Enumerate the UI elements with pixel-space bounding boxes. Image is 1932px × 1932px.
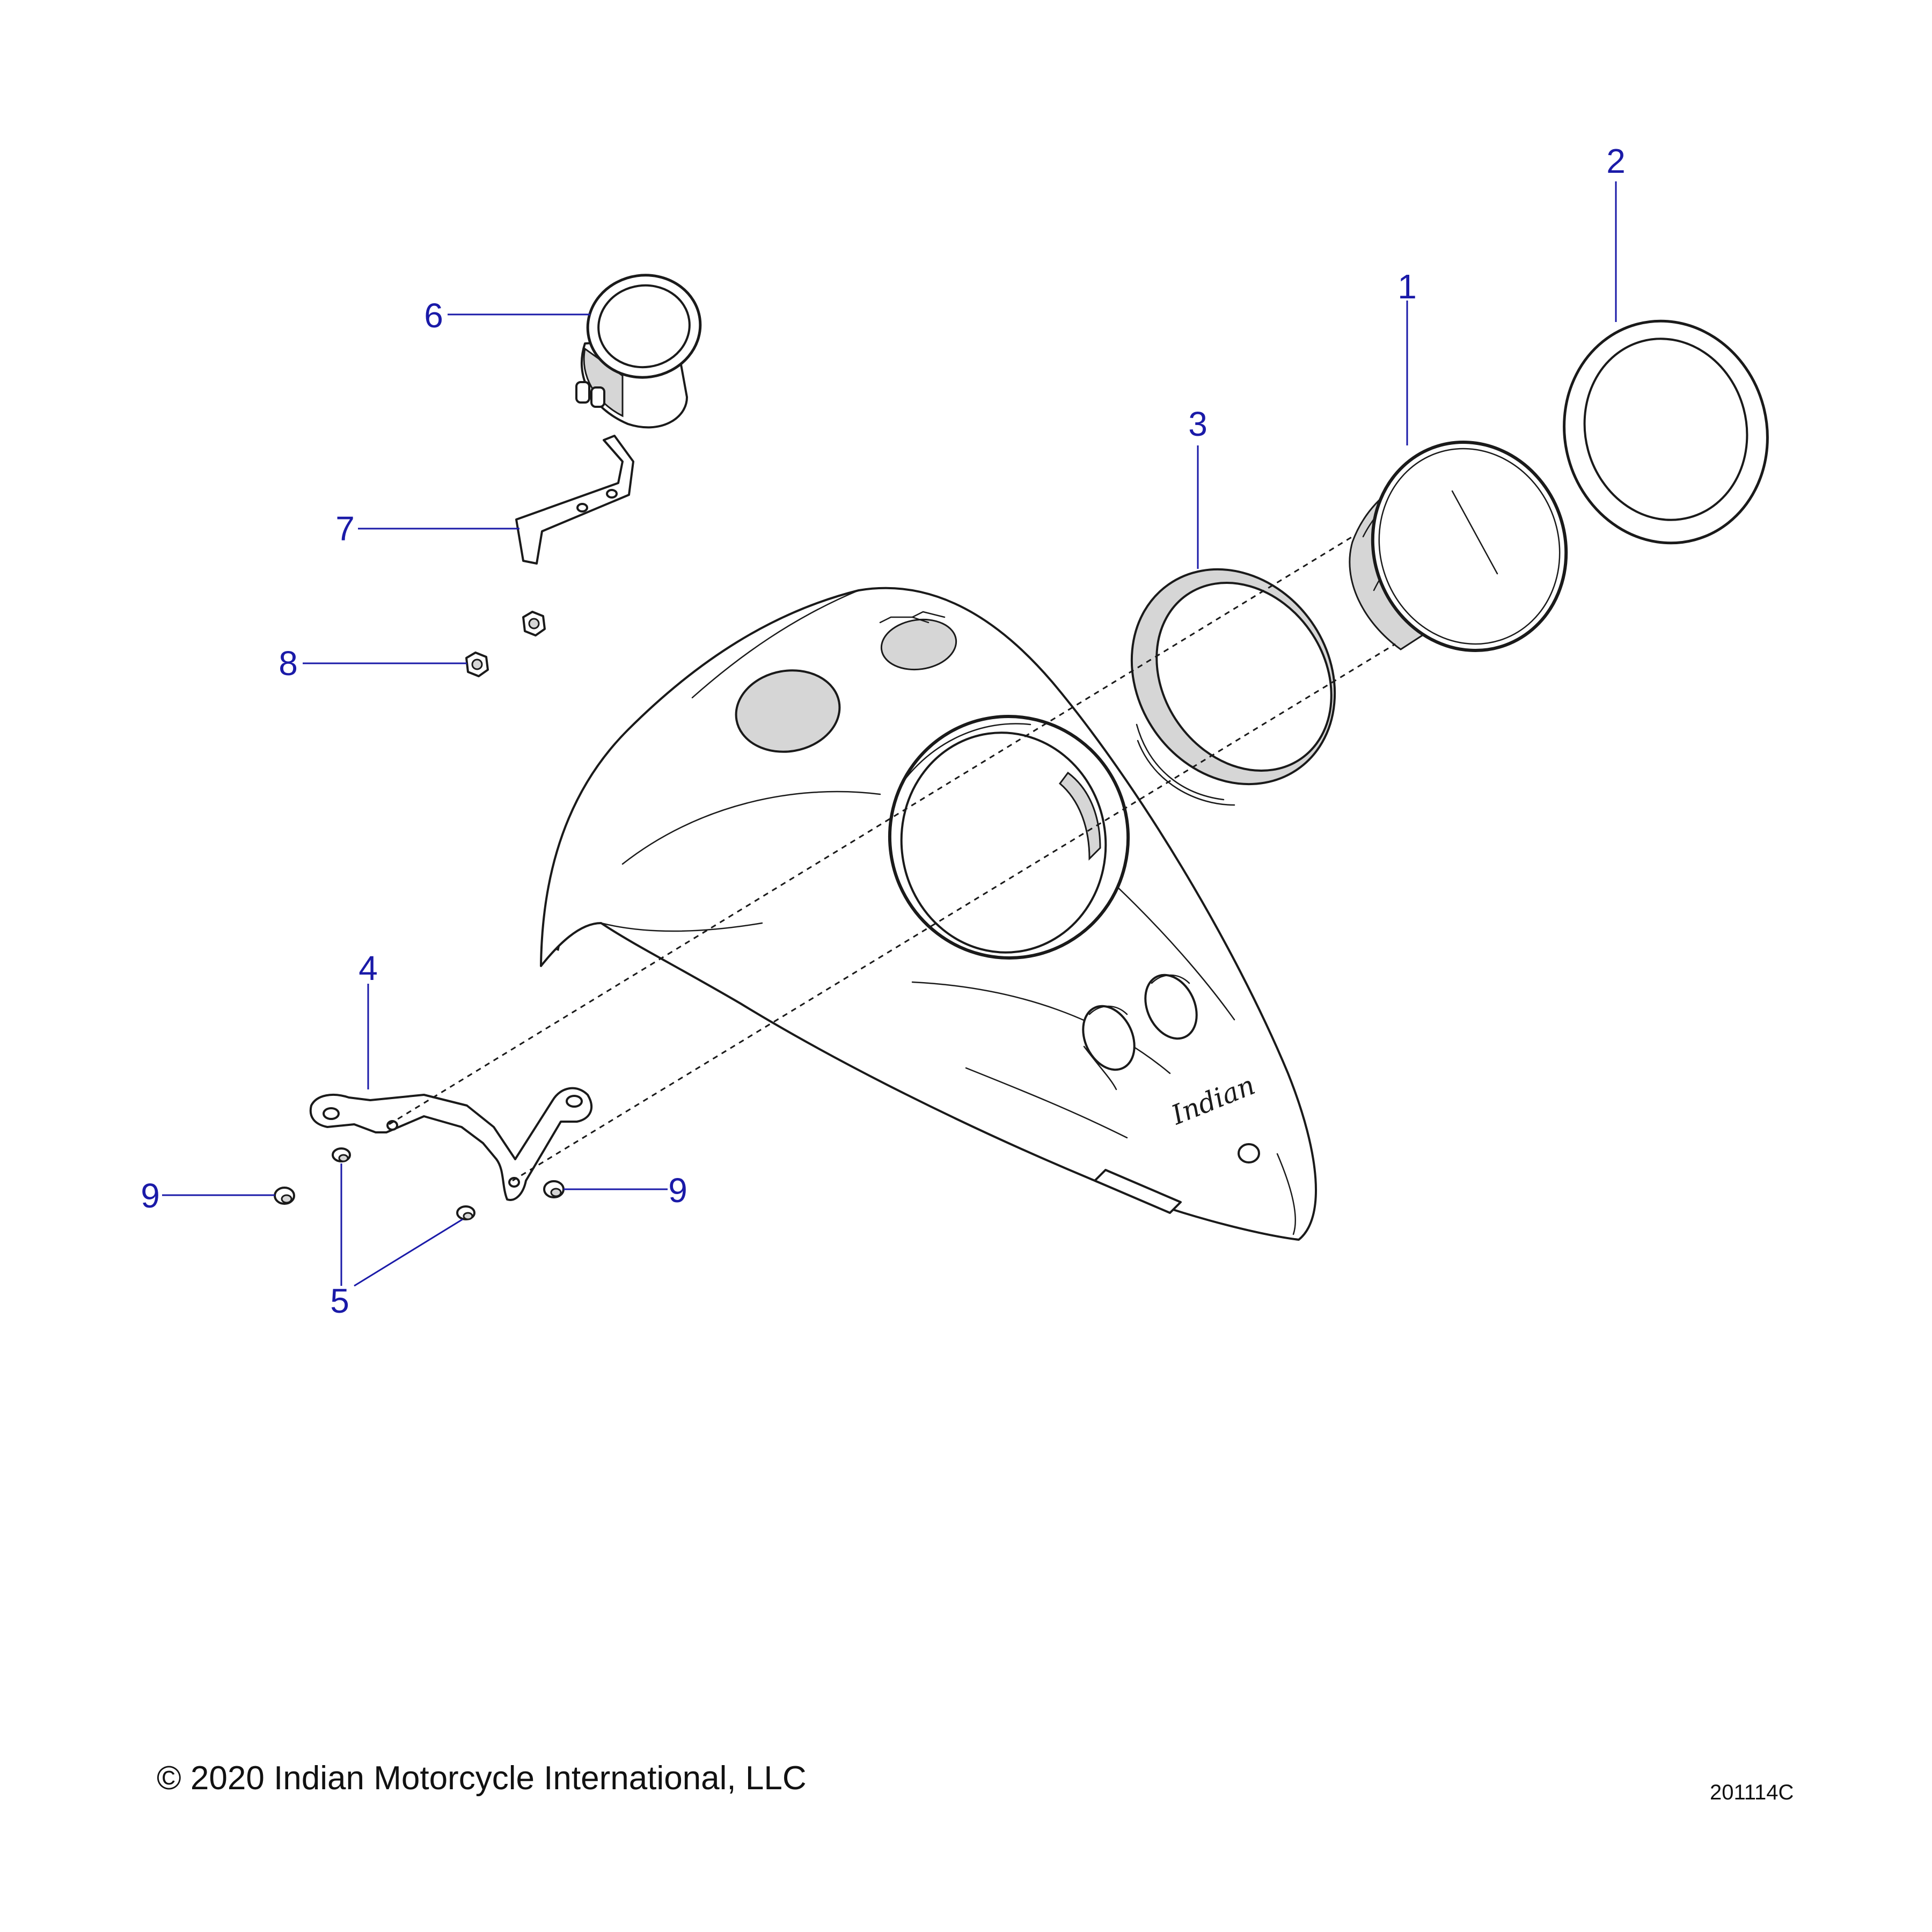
callout-1: 1 [1397, 267, 1417, 306]
callouts: 1 2 3 4 5 6 7 8 9 9 [141, 142, 1626, 1320]
part-5-screws [332, 1147, 475, 1220]
part-8-nuts [465, 611, 546, 677]
assembly-lines [389, 536, 1396, 1182]
callout-5: 5 [330, 1282, 349, 1320]
callout-9-left: 9 [141, 1176, 160, 1215]
drawing-number: 201114C [1710, 1781, 1794, 1804]
callout-2: 2 [1606, 142, 1626, 180]
nacelle-housing: Indian [540, 587, 1317, 1241]
part-6-indicator-gauge [575, 274, 702, 429]
callout-4: 4 [358, 949, 378, 987]
callout-9-right: 9 [668, 1171, 687, 1210]
part-7-bracket [515, 435, 634, 565]
copyright-notice: © 2020 Indian Motorcycle International, … [157, 1760, 807, 1797]
part-2-bezel [1563, 319, 1769, 545]
callout-3: 3 [1188, 405, 1208, 443]
part-3-trim-ring [1130, 568, 1336, 806]
callout-6: 6 [424, 296, 443, 335]
leader-lines [162, 181, 1617, 1287]
callout-7: 7 [335, 509, 355, 548]
callout-8: 8 [279, 644, 298, 683]
part-1-speedometer [1349, 441, 1568, 652]
